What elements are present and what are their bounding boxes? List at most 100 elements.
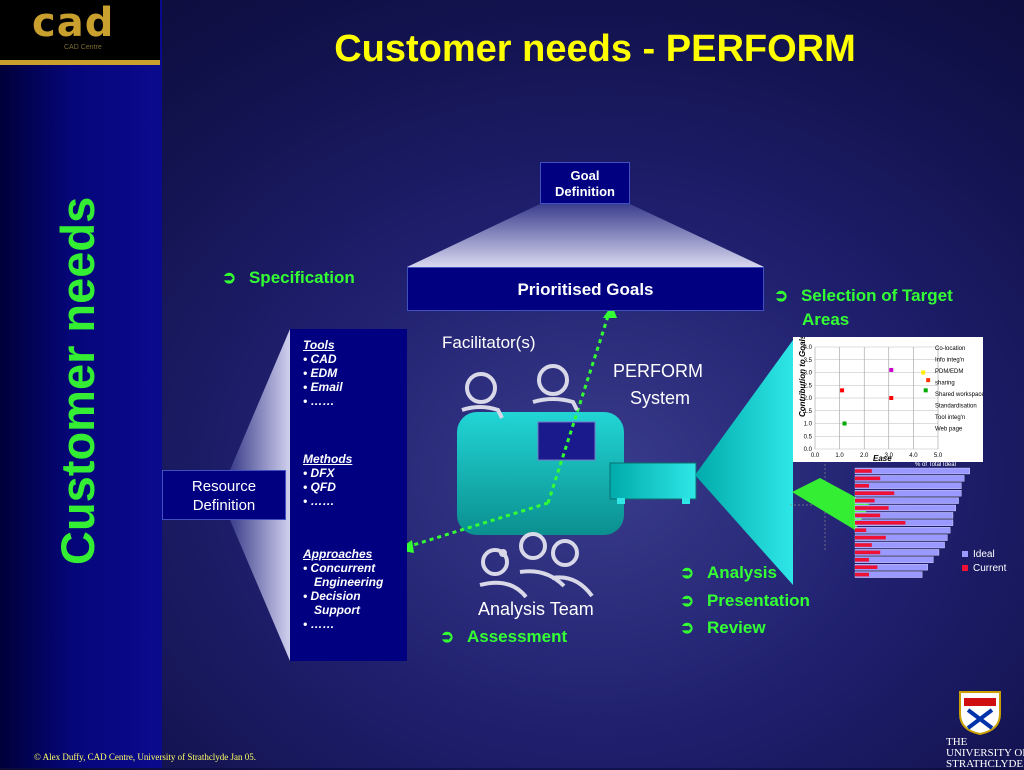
bar-current [855,572,869,577]
methods-item: • …… [303,494,335,508]
scatter-point [889,367,894,372]
approaches-item: • Concurrent Engineering [303,561,384,589]
resource-definition-box: Resource Definition [162,470,286,520]
methods-section: Methods • DFX • QFD • …… [303,452,352,508]
bar-xlabel: % of Total Ideal [915,462,956,468]
scatter-points [840,367,931,426]
footer-copyright: © Alex Duffy, CAD Centre, University of … [34,752,257,762]
scatter-legend-item: Web page [935,427,963,433]
methods-item: • DFX [303,466,335,480]
bar-chart: % of Total Ideal [854,462,970,578]
scatter-point [840,388,845,393]
scatter-legend-item: Info integ'n [935,358,964,364]
tools-title: Tools [303,338,335,352]
scatter-xtick: 0.0 [811,453,820,459]
methods-title: Methods [303,452,353,466]
goal-definition-line2: Definition [555,184,615,199]
resource-panel: Tools • CAD • EDM • Email • …… Methods •… [290,329,407,661]
resource-definition-line1: Resource [191,478,257,495]
scatter-legend-item: sharing [935,381,955,387]
dotted-arrow-prioritised [546,309,612,504]
bullet-selection: ➲ Selection of Target [774,286,953,305]
system-label: System [630,388,691,408]
logo-text: cad [32,0,115,46]
left-band [0,0,162,768]
scatter-ytick: 2.0 [804,396,813,402]
bar-current [855,469,872,473]
bullet-selection-line2: Areas [802,310,850,329]
scatter-xtick: 2.0 [860,453,869,459]
tools-item: • EDM [303,366,338,380]
bar-current [855,476,881,481]
bullet-presentation: ➲ Presentation [680,591,810,610]
scatter-ytick: 3.5 [804,358,813,364]
bar-current [855,558,869,562]
scatter-xtick: 5.0 [934,453,943,459]
university-crest [959,691,1001,736]
tools-section: Tools • CAD • EDM • Email • …… [303,338,343,408]
dotted-arrow-resources [409,501,549,548]
approaches-title: Approaches [303,547,373,561]
bar-ideal [854,467,970,475]
bar-current [855,498,875,503]
scatter-ylabel: Contribution to Goals [798,337,807,417]
radar-green-shape [792,478,870,530]
scatter-ytick: 3.0 [804,371,813,377]
tools-item: • …… [303,394,335,408]
scatter-legend-item: PDM/EDM [935,369,963,375]
scatter-legend-item: Co-location [935,346,965,352]
scatter-xtick: 1.0 [835,453,844,459]
scatter-point [926,378,931,383]
logo-underline [0,60,160,65]
goal-funnel [407,204,764,267]
goal-definition-box: Goal Definition [540,162,630,204]
projector-lens [609,462,697,500]
scatter-point [842,421,847,426]
analysis-team-figures [479,532,594,599]
bullet-assessment: ➲ Assessment [440,627,568,646]
approaches-item: • …… [303,617,335,631]
scatter-xlabel: Ease [873,454,892,463]
prioritised-goals-box: Prioritised Goals [407,267,764,311]
bar-ideal [854,482,962,489]
bar-current [855,543,872,547]
bar-rows [854,467,970,578]
page-title: Customer needs - PERFORM [334,28,856,70]
legend-current-swatch [962,565,968,571]
scatter-xtick: 4.0 [909,453,918,459]
bar-current [855,484,869,488]
scatter-point [889,396,894,400]
scatter-legend-item: Tool integ'n [935,415,965,421]
bar-current [855,528,867,532]
goal-definition-line1: Goal [570,168,600,183]
scatter-xtick: 3.0 [885,453,894,459]
bar-current [855,550,881,555]
bar-current [855,513,881,518]
scatter-point [923,388,928,393]
scatter-legend-item: Shared workspace [935,392,983,398]
perform-label: PERFORM [613,361,703,381]
logo [0,0,160,64]
bullet-review: ➲ Review [680,618,766,637]
scatter-ytick: 4.0 [804,345,813,351]
logo-subtitle: CAD Centre [64,44,102,51]
bar-current [855,506,889,510]
scatter-ytick: 0.0 [804,447,813,453]
tools-item: • Email [303,380,343,394]
analysis-team-label: Analysis Team [478,599,594,619]
bar-current [855,491,895,495]
scatter-legend-item: Standardisation [935,404,977,410]
bar-current [855,565,878,569]
methods-item: • QFD [303,480,336,494]
facilitators-figures [461,364,579,419]
tools-item: • CAD [303,352,337,366]
facilitators-label: Facilitator(s) [442,333,536,352]
approaches-item: • Decision Support [303,589,361,617]
scatter-ytick: 1.5 [804,409,813,415]
scatter-point [921,370,926,375]
resource-definition-line2: Definition [192,497,256,514]
